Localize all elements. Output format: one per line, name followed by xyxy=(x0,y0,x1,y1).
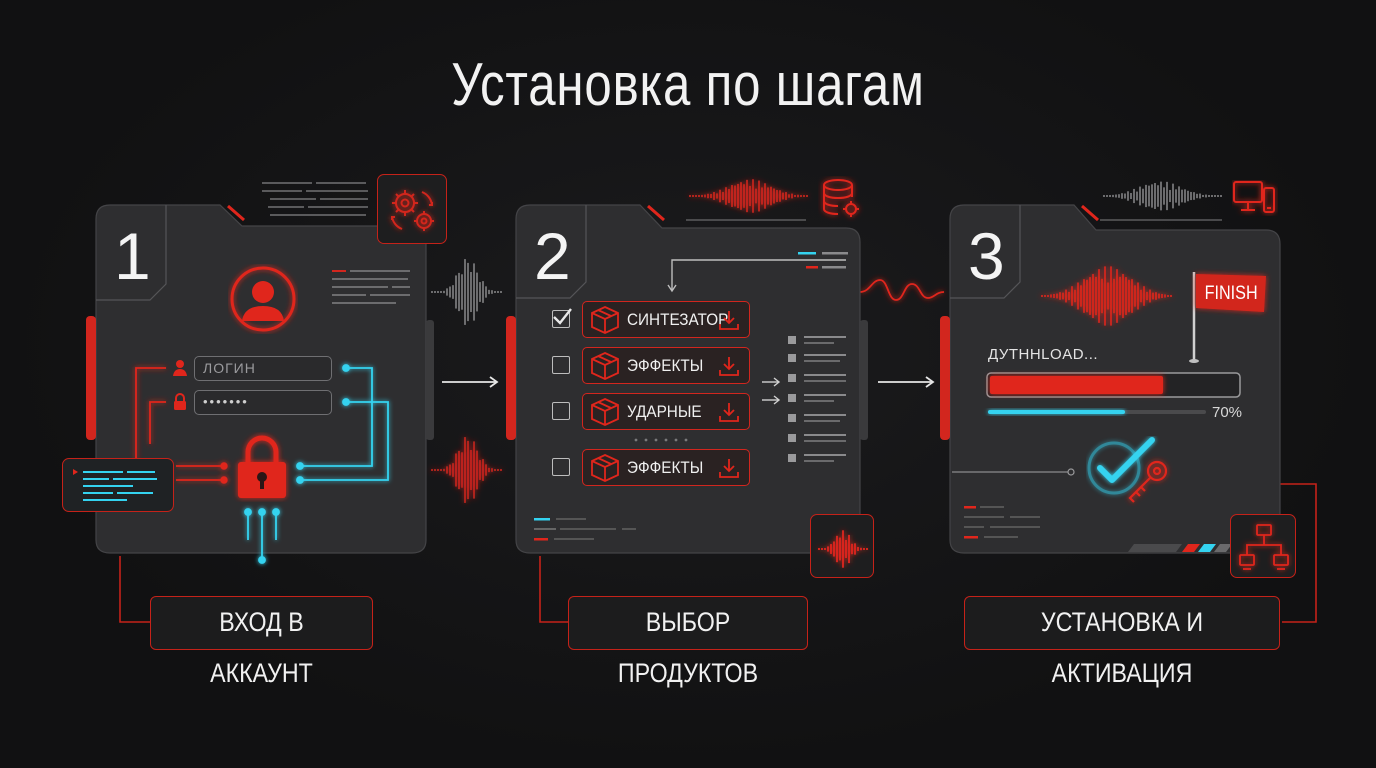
progress-percent: 70% xyxy=(1212,404,1243,421)
database-icon xyxy=(823,179,859,217)
download-status: ДУТННLOAD... xyxy=(988,346,1099,363)
arrow-icon xyxy=(442,376,499,388)
product-label: ЭФФЕКТЫ xyxy=(627,457,704,477)
product-item[interactable]: СИНТЕЗАТОР xyxy=(582,301,750,338)
arrow-icon xyxy=(878,376,935,388)
step-number: 2 xyxy=(534,219,571,293)
step-number: 3 xyxy=(968,219,1005,293)
waveform-icon xyxy=(431,259,502,325)
package-icon xyxy=(591,397,619,426)
download-icon[interactable] xyxy=(717,400,741,424)
network-icon xyxy=(1239,524,1289,570)
finish-flag-label: FINISH xyxy=(1204,283,1258,304)
step-number: 1 xyxy=(114,219,151,293)
download-icon[interactable] xyxy=(717,354,741,378)
settings-icon-box xyxy=(377,174,447,244)
gear-icon xyxy=(391,190,434,231)
user-icon xyxy=(230,266,296,332)
lock-icon xyxy=(174,393,186,410)
install-progress-bar xyxy=(987,373,1240,397)
password-value: ••••••• xyxy=(203,394,249,409)
key-icon xyxy=(1128,460,1168,503)
product-checkbox[interactable] xyxy=(552,356,570,374)
waveform-icon xyxy=(859,279,945,301)
login-field[interactable]: ЛОГИН xyxy=(194,356,332,381)
product-label: СИНТЕЗАТОР xyxy=(627,309,729,329)
waveform-icon xyxy=(1103,181,1222,211)
waveform-icon xyxy=(818,530,868,568)
product-checkbox[interactable] xyxy=(552,458,570,476)
product-checkbox[interactable] xyxy=(552,402,570,420)
product-checkbox[interactable] xyxy=(552,308,572,328)
checkmark-icon xyxy=(553,308,572,325)
product-label: ЭФФЕКТЫ xyxy=(627,355,704,375)
waveform-icon xyxy=(689,179,808,213)
password-field[interactable]: ••••••• xyxy=(194,390,332,415)
product-item[interactable]: УДАРНЫЕ xyxy=(582,393,750,430)
package-icon xyxy=(591,305,619,334)
network-icon-box xyxy=(1230,514,1296,578)
download-icon[interactable] xyxy=(717,456,741,480)
package-icon xyxy=(591,453,619,482)
waveform-icon xyxy=(431,437,502,503)
data-text-block xyxy=(262,182,368,216)
lock-icon xyxy=(238,435,286,498)
product-item[interactable]: ЭФФЕКТЫ xyxy=(582,449,750,486)
user-icon xyxy=(173,360,187,376)
product-item[interactable]: ЭФФЕКТЫ xyxy=(582,347,750,384)
page-title: Установка по шагам xyxy=(451,51,925,118)
step-1-caption: ВХОД В АККАУНТ xyxy=(150,596,373,688)
monitor-icon xyxy=(1233,181,1275,213)
step-3-caption: УСТАНОВКА И АКТИВАЦИЯ xyxy=(964,596,1280,688)
download-icon[interactable] xyxy=(717,308,741,332)
step-2-caption: ВЫБОР ПРОДУКТОВ xyxy=(568,596,808,688)
package-icon xyxy=(591,351,619,380)
checkmark-icon xyxy=(1087,437,1155,495)
login-placeholder: ЛОГИН xyxy=(203,360,256,376)
product-label: УДАРНЫЕ xyxy=(627,401,702,421)
terminal-icon xyxy=(62,458,174,512)
audio-icon-box xyxy=(810,514,874,578)
